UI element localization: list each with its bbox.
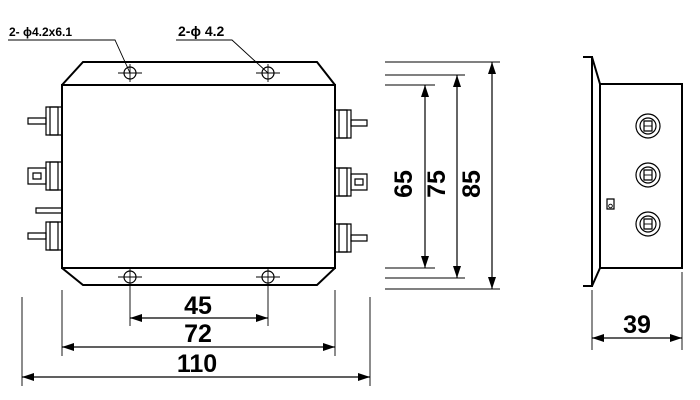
terminal-left-bottom [28,222,62,250]
dim-label-45: 45 [184,292,212,320]
round-hole-bottom-right [256,268,280,286]
terminal-right-bottom [335,224,367,252]
end-terminal-top [636,114,660,138]
round-hole-leader [176,40,268,73]
terminal-left-mid [28,162,62,190]
side-body [600,84,682,268]
terminal-right-top [335,110,367,138]
terminal-left-ground [36,208,62,213]
slot-hole-leader [8,40,130,73]
dim-label-85: 85 [458,170,486,198]
terminal-right-mid [335,168,367,196]
end-terminal-mid [636,163,660,187]
dim-label-110: 110 [177,350,217,378]
slot-hole-label: 2- ϕ4.2x6.1 [9,25,72,39]
mounting-plate [62,62,335,285]
side-view [583,57,682,350]
end-terminal-bottom [636,212,660,236]
dim-label-39: 39 [623,311,651,339]
slot-hole-bottom-left [118,268,142,286]
dim-label-65: 65 [390,170,418,198]
round-hole-label: 2-ϕ 4.2 [178,23,225,39]
dim-label-75: 75 [423,170,451,198]
front-view [8,40,367,286]
dim-label-72: 72 [184,320,212,348]
vertical-dimensions [385,62,500,289]
bottom-dimensions [22,286,370,386]
terminal-left-top [28,107,62,135]
filter-body [62,85,335,268]
side-flange [583,57,592,286]
end-ground-stud [607,199,614,209]
